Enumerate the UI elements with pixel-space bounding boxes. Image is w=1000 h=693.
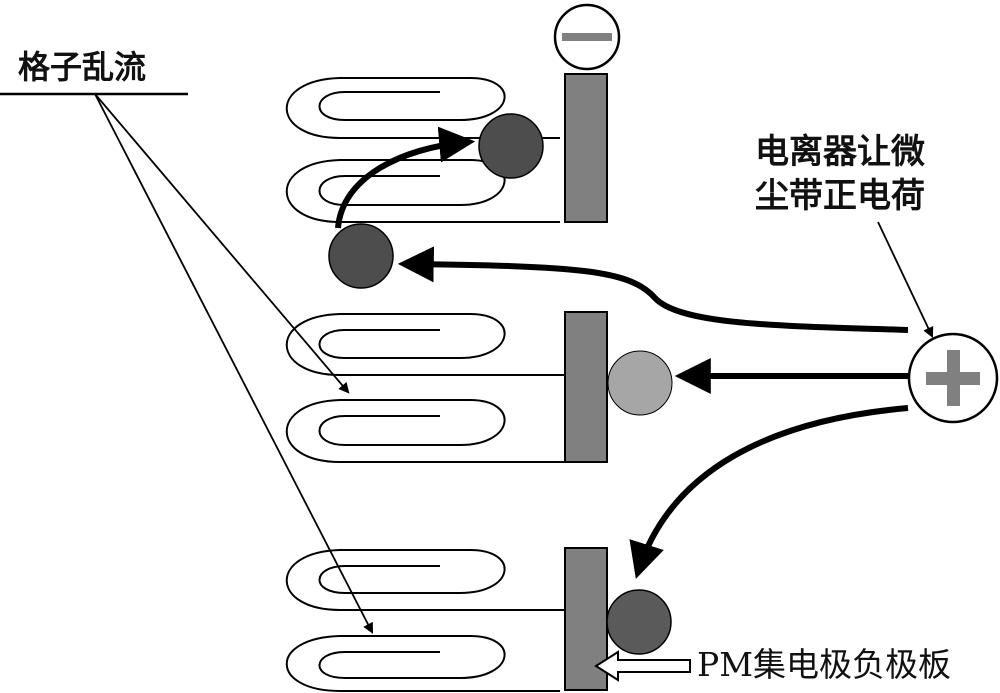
- minus-sign-icon: [562, 33, 612, 41]
- charged-particle: [606, 589, 672, 655]
- charged-particle: [328, 223, 394, 289]
- leader-line: [94, 93, 373, 634]
- collector-label: PM集电极负极板: [697, 645, 951, 684]
- turbulence-leader-lines: [94, 93, 373, 634]
- flow-arrow-upper: [397, 246, 909, 333]
- turbulence-eddy: [285, 635, 560, 692]
- leader-line: [94, 93, 350, 394]
- plus-sign-icon: [926, 350, 980, 406]
- turbulence-label: 格子乱流: [18, 48, 146, 86]
- collector-plate-middle: [564, 311, 608, 463]
- ionizer-label-line2: 尘带正电荷: [755, 176, 925, 216]
- flow-arrow-lower: [629, 405, 909, 579]
- particle-flow-arrows: [335, 126, 909, 579]
- ionizer-leader-line: [877, 221, 934, 338]
- turbulence-eddy: [285, 399, 565, 463]
- turbulence-eddy: [285, 313, 565, 376]
- turbulence-eddy-group-middle: [285, 313, 565, 463]
- charged-particle-light: [607, 350, 673, 416]
- charged-particle: [478, 113, 544, 179]
- turbulence-eddy: [285, 549, 565, 611]
- turbulence-eddy: [285, 77, 560, 139]
- flow-arrow-rising: [335, 126, 476, 229]
- turbulence-eddy-group-bottom: [285, 549, 565, 692]
- ionizer-label-line1: 电离器让微: [755, 132, 925, 172]
- collector-plate-top: [564, 73, 608, 223]
- collector-label-pointer-icon: [594, 650, 691, 682]
